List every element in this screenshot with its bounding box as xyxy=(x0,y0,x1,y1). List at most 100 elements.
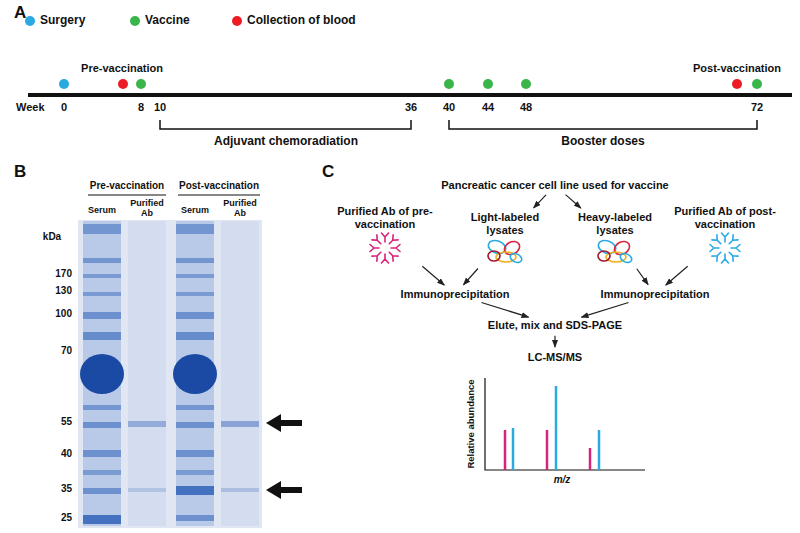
vaccine-dot xyxy=(483,79,493,89)
period-bracket xyxy=(449,120,757,129)
antibody-symbol xyxy=(382,233,389,242)
timeline-axis xyxy=(28,93,792,97)
marker-size: 130 xyxy=(55,285,72,297)
antibody-symbol xyxy=(710,245,719,252)
antibody-symbol xyxy=(712,250,723,261)
flow-arrow xyxy=(566,195,581,208)
header-rule xyxy=(178,194,260,195)
antibody-symbol xyxy=(722,254,729,263)
step-label: LC-MS/MS xyxy=(525,350,585,365)
gel-band xyxy=(83,224,121,234)
antibody-symbol xyxy=(370,245,379,252)
gel-band xyxy=(83,488,121,494)
surgery-dot xyxy=(59,79,69,89)
vaccine-dot xyxy=(521,79,531,89)
blood-dot xyxy=(118,79,128,89)
period-bracket xyxy=(160,120,411,129)
albumin-blob xyxy=(173,354,217,394)
step-label: Immunoprecipitation xyxy=(598,287,713,302)
step-text: Immunoprecipitation xyxy=(601,288,710,301)
week-tick: 0 xyxy=(61,101,67,114)
gel-band xyxy=(83,450,121,457)
heavy-peak xyxy=(555,386,558,470)
vaccine-dot xyxy=(752,79,762,89)
light-peak xyxy=(589,448,592,470)
spectrum-axes xyxy=(485,378,645,470)
marker-size: 100 xyxy=(55,308,72,320)
antibody-icon xyxy=(710,233,740,263)
antibody-symbol xyxy=(712,235,723,246)
gel-band xyxy=(83,405,121,410)
antibody-symbol xyxy=(387,235,398,246)
header-rule xyxy=(88,194,166,195)
period-label: Adjuvant chemoradiation xyxy=(214,135,358,149)
heavy-chain-band xyxy=(221,421,259,427)
lane-label: Serum xyxy=(88,205,116,215)
light-chain-band xyxy=(221,488,259,492)
gel-band xyxy=(83,515,121,524)
lane-label: Purified Ab xyxy=(219,198,261,219)
group-header: Post-vaccination xyxy=(179,180,259,192)
legend-swatch xyxy=(130,16,140,26)
lane-label: Purified Ab xyxy=(126,198,168,219)
flow-arrow xyxy=(637,269,648,285)
step-text: LC-MS/MS xyxy=(528,351,582,364)
gel-band xyxy=(176,258,214,263)
week-tick: 72 xyxy=(751,101,763,114)
gel-band xyxy=(83,422,121,428)
week-tick: 10 xyxy=(154,101,166,114)
week-tick: 8 xyxy=(138,101,144,114)
legend-text: Collection of blood xyxy=(247,14,356,28)
albumin-blob xyxy=(80,354,124,394)
gel-band xyxy=(176,292,214,296)
gel-background xyxy=(78,220,262,528)
step-text: Pancreatic cancer cell line used for vac… xyxy=(441,179,668,192)
unit-label: kDa xyxy=(43,231,61,243)
panel-letter: A xyxy=(14,3,26,23)
marker-size: 170 xyxy=(55,268,72,280)
antibody-symbol xyxy=(387,250,398,261)
timepoint-label: Pre-vaccination xyxy=(81,62,163,75)
legend-item: Collection of blood xyxy=(232,14,356,28)
antibody-symbol xyxy=(372,250,383,261)
timepoint-label: Post-vaccination xyxy=(693,62,781,75)
marker-size: 70 xyxy=(61,345,72,357)
marker-size: 40 xyxy=(61,448,72,460)
legend-item: Vaccine xyxy=(130,14,190,28)
step-text: Light-labeled lysates xyxy=(465,211,545,236)
axis-title: m/z xyxy=(554,474,571,486)
gel-band xyxy=(176,312,214,319)
step-text: Purified Ab of post-vaccination xyxy=(668,205,783,230)
antibody-symbol xyxy=(372,235,383,246)
gel-band xyxy=(176,274,214,278)
step-label: Pancreatic cancer cell line used for vac… xyxy=(438,178,671,193)
heavy-peak xyxy=(512,428,515,470)
panel-letter: C xyxy=(322,162,334,182)
marker-size: 35 xyxy=(61,483,72,495)
lysate-icon xyxy=(596,238,633,264)
gel-lane xyxy=(221,221,259,526)
marker-size: 25 xyxy=(61,512,72,524)
antibody-symbol xyxy=(727,250,738,261)
vaccine-dot xyxy=(444,79,454,89)
gel-band xyxy=(83,292,121,296)
gel-band xyxy=(176,470,214,475)
gel-band xyxy=(83,258,121,263)
pointer-arrow xyxy=(266,414,302,432)
step-label: Light-labeled lysates xyxy=(462,210,548,266)
light-chain-band xyxy=(128,488,166,492)
gel-band xyxy=(83,332,121,340)
gel-image xyxy=(78,220,262,528)
antibody-symbol xyxy=(731,245,740,252)
step-label: Immunoprecipitation xyxy=(398,287,513,302)
gel-band xyxy=(83,312,121,319)
flow-arrow xyxy=(554,336,555,347)
flow-arrow xyxy=(464,269,478,285)
light-peak xyxy=(546,430,549,470)
gel-lane xyxy=(128,221,166,526)
spectrum-peaks xyxy=(505,386,599,470)
lane-label: Serum xyxy=(181,205,209,215)
blood-dot xyxy=(732,79,742,89)
